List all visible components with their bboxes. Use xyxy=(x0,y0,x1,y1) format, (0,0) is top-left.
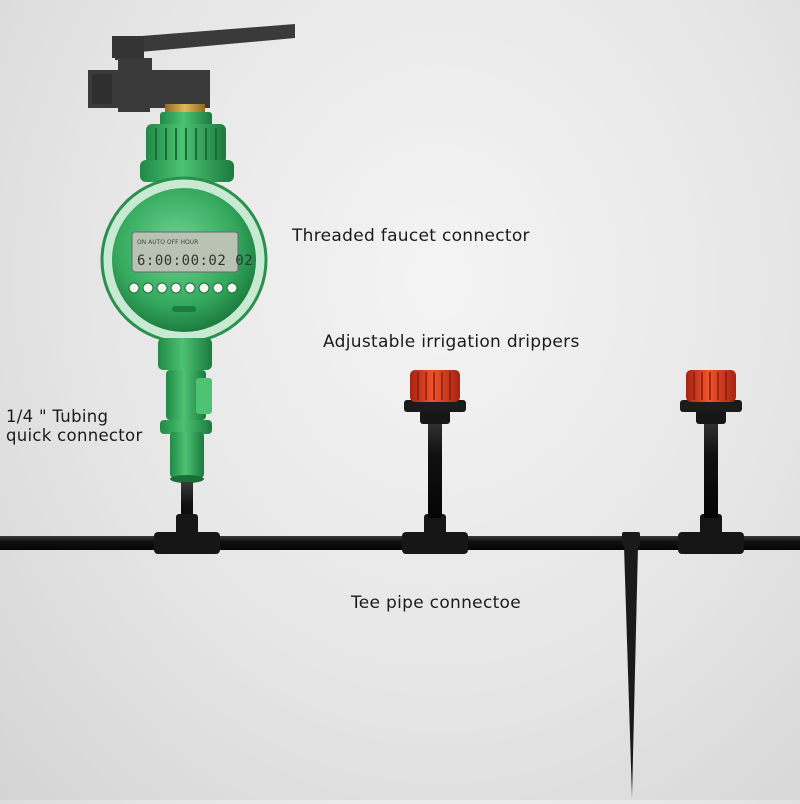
timer-inlet-coupling xyxy=(140,112,234,182)
dripper-1 xyxy=(404,370,466,518)
dripper-2 xyxy=(680,370,742,518)
dripper-1-cap xyxy=(410,370,460,402)
dripper-2-cap xyxy=(686,370,736,402)
timer-buttons[interactable] xyxy=(128,282,238,294)
water-timer: ON AUTO OFF HOUR 6:00:00:02 02 xyxy=(100,176,268,344)
label-tee-pipe-connector: Tee pipe connectoe xyxy=(351,593,522,613)
ground-stake xyxy=(622,532,640,798)
tubing-quick-connector xyxy=(158,338,212,483)
svg-text:ON AUTO OFF HOUR: ON AUTO OFF HOUR xyxy=(137,239,198,246)
label-threaded-faucet-connector: Threaded faucet connector xyxy=(292,226,530,246)
label-adjustable-drippers: Adjustable irrigation drippers xyxy=(323,332,580,352)
label-tubing-quick-connector: 1/4 " Tubing quick connector xyxy=(6,407,143,445)
lcd-screen xyxy=(131,231,239,273)
tee-connector-1 xyxy=(154,514,220,554)
tee-connector-2 xyxy=(402,514,468,554)
tee-connector-3 xyxy=(678,514,744,554)
label-tubing-line1: 1/4 " Tubing xyxy=(6,407,109,426)
label-tubing-line2: quick connector xyxy=(6,426,143,445)
lcd-time: 6:00:00:02 02 xyxy=(137,253,253,269)
faucet xyxy=(88,24,295,116)
